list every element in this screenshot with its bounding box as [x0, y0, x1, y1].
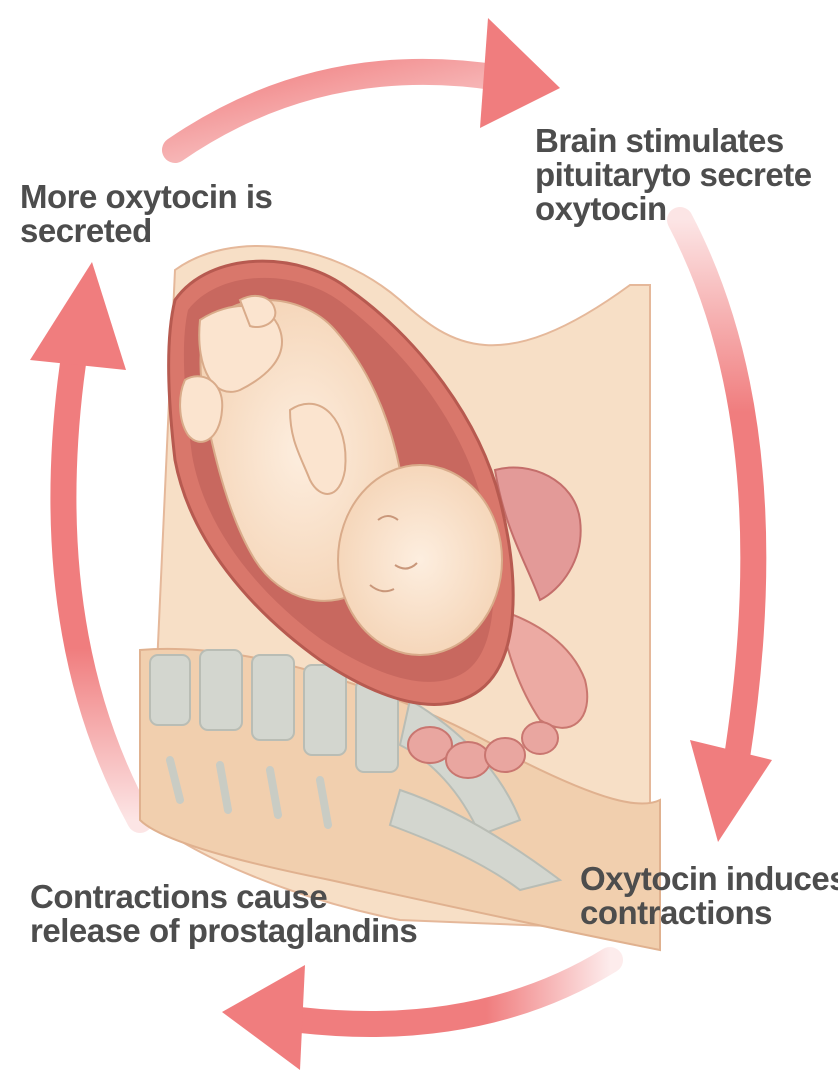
arrow-right-head — [690, 740, 772, 842]
arrow-right — [680, 220, 753, 770]
arrow-left — [63, 330, 140, 820]
arrow-left-head — [30, 262, 126, 370]
body-illustration — [140, 246, 660, 950]
arrow-bottom — [300, 960, 610, 1024]
arrow-bottom-head — [222, 965, 305, 1070]
step-label-brain: Brain stimulates pituitaryto secrete oxy… — [535, 124, 812, 226]
step-label-induce: Oxytocin induces contractions — [580, 862, 838, 930]
fetus-head — [338, 465, 502, 655]
fetus-knee — [180, 376, 222, 442]
step-label-prostaglandins: Contractions cause release of prostaglan… — [30, 880, 417, 948]
step-label-more-oxytocin: More oxytocin is secreted — [20, 180, 272, 248]
arrow-top — [175, 72, 500, 150]
arrow-top-head — [480, 18, 560, 128]
